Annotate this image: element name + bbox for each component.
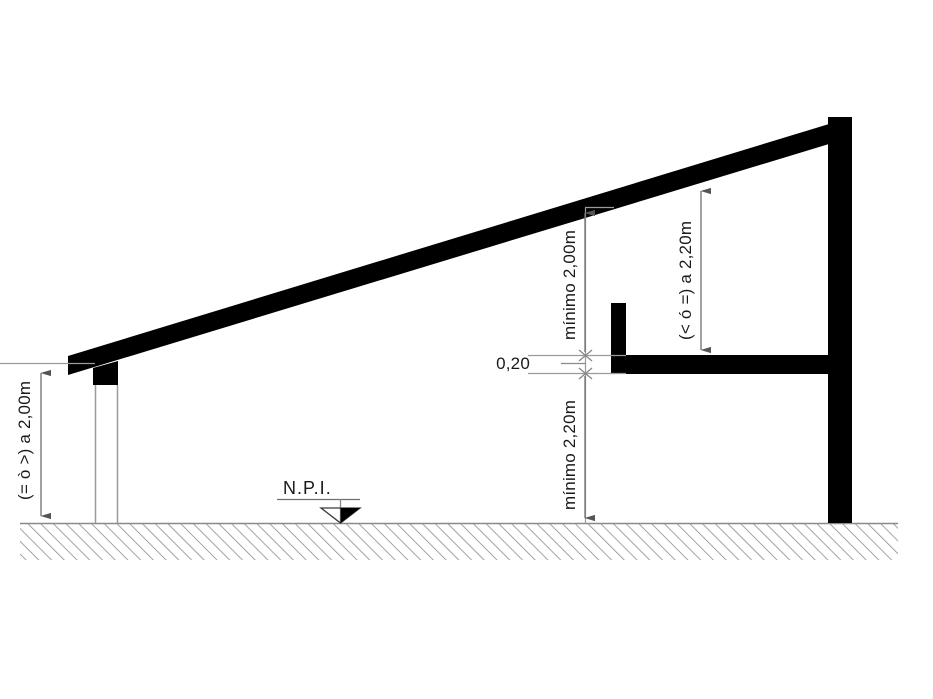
- left-column-capital: [93, 361, 118, 385]
- left-column-shaft: [94, 385, 119, 523]
- ground-terrain: [20, 522, 898, 560]
- interior-stub-wall: [611, 303, 626, 358]
- dimension-label-right: (< ó =) a 2,20m: [676, 221, 695, 340]
- level-marker-npi: N.P.I.: [277, 478, 362, 524]
- dimension-slab-thickness: 0,20: [496, 349, 593, 380]
- structure-solid: [68, 117, 852, 523]
- dimension-left-height: (= ò >) a 2,00m: [0, 362, 95, 520]
- floor-slab: [611, 355, 828, 374]
- right-main-column: [828, 117, 852, 523]
- dimension-right-room-height: (< ó =) a 2,20m: [676, 187, 711, 354]
- tick-slab-top-b: [578, 349, 593, 362]
- ground-hatch-fill: [20, 523, 898, 560]
- dimension-label-lower-clear: mínimo 2,20m: [560, 400, 579, 510]
- dimension-label-slab-thickness: 0,20: [496, 354, 530, 373]
- level-marker-triangle-fill: [340, 508, 360, 523]
- sloped-roof-beam: [68, 117, 852, 375]
- dimension-label-left: (= ò >) a 2,00m: [15, 381, 34, 500]
- level-marker-label: N.P.I.: [283, 478, 332, 498]
- dimension-stack-center: mínimo 2,00m 0,20 mínimo 2,20m: [496, 206, 626, 523]
- tick-slab-bottom-b: [578, 367, 593, 380]
- dimension-label-upper-clear: mínimo 2,00m: [560, 230, 579, 340]
